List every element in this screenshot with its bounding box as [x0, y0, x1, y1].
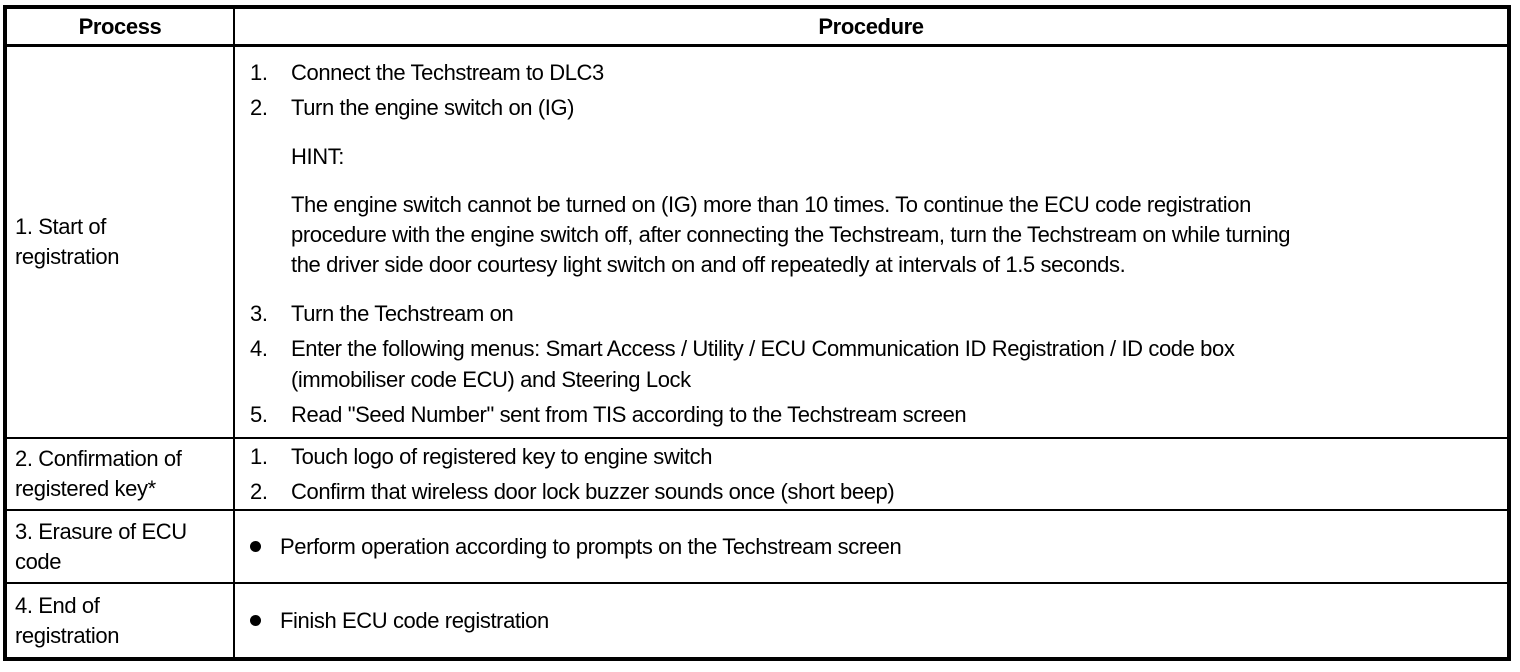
step-item: 5. Read "Seed Number" sent from TIS acco…: [250, 399, 1487, 430]
step-number: 2.: [250, 479, 268, 504]
procedure-header-label: Procedure: [818, 13, 924, 39]
step-text: Confirm that wireless door lock buzzer s…: [291, 479, 895, 504]
process-procedure-table: Process Procedure 1. Start of registrati…: [3, 5, 1511, 661]
bullet-text: Perform operation according to prompts o…: [280, 534, 902, 559]
numbered-step-list: 3. Turn the Techstream on 4. Enter the f…: [250, 298, 1487, 430]
bullet-item: Finish ECU code registration: [250, 605, 1487, 636]
process-label: 2. Confirmation of registered key*: [15, 446, 182, 501]
step-item: 4. Enter the following menus: Smart Acce…: [250, 333, 1487, 395]
process-header-cell: Process: [7, 9, 235, 44]
table-row-erasure-of-ecu-code: 3. Erasure of ECU code Perform operation…: [7, 511, 1507, 584]
bullet-icon: [250, 615, 280, 626]
step-number: 1.: [250, 60, 268, 85]
step-item: 2. Turn the engine switch on (IG): [250, 92, 1487, 123]
hint-line: the driver side door courtesy light swit…: [291, 252, 1126, 277]
step-item: 2. Confirm that wireless door lock buzze…: [250, 476, 1487, 507]
process-cell: 1. Start of registration: [7, 47, 235, 437]
procedure-cell: 1. Touch logo of registered key to engin…: [235, 439, 1507, 509]
step-number: 5.: [250, 402, 268, 427]
step-number: 2.: [250, 95, 268, 120]
step-text: Touch logo of registered key to engine s…: [291, 444, 713, 469]
hint-label: HINT:: [291, 144, 345, 169]
step-number: 1.: [250, 444, 268, 469]
step-text: Read "Seed Number" sent from TIS accordi…: [291, 402, 967, 427]
step-item: 3. Turn the Techstream on: [250, 298, 1487, 329]
bullet-item: Perform operation according to prompts o…: [250, 531, 1487, 562]
step-text: Connect the Techstream to DLC3: [291, 60, 604, 85]
step-text: Turn the engine switch on (IG): [291, 95, 575, 120]
table-row-end-of-registration: 4. End of registration Finish ECU code r…: [7, 584, 1507, 657]
hint-paragraph: The engine switch cannot be turned on (I…: [291, 190, 1487, 280]
header-row: Process Procedure: [7, 9, 1507, 47]
bullet-text: Finish ECU code registration: [280, 608, 549, 633]
step-text: Turn the Techstream on: [291, 301, 514, 326]
procedure-cell: Perform operation according to prompts o…: [235, 511, 1507, 582]
step-text-line: (immobiliser code ECU) and Steering Lock: [291, 367, 691, 392]
step-item: 1. Touch logo of registered key to engin…: [250, 441, 1487, 472]
process-cell: 3. Erasure of ECU code: [7, 511, 235, 582]
numbered-step-list: 1. Connect the Techstream to DLC3 2. Tur…: [250, 57, 1487, 123]
hint-line: The engine switch cannot be turned on (I…: [291, 192, 1251, 217]
process-label: 1. Start of registration: [15, 214, 120, 269]
step-number: 3.: [250, 301, 268, 326]
hint-line: procedure with the engine switch off, af…: [291, 222, 1291, 247]
bullet-icon: [250, 541, 280, 552]
step-number: 4.: [250, 336, 268, 361]
table-row-confirmation-of-registered-key: 2. Confirmation of registered key* 1. To…: [7, 439, 1507, 511]
table-row-start-of-registration: 1. Start of registration 1. Connect the …: [7, 47, 1507, 439]
process-cell: 4. End of registration: [7, 584, 235, 657]
procedure-cell: 1. Connect the Techstream to DLC3 2. Tur…: [235, 47, 1507, 437]
procedure-cell: Finish ECU code registration: [235, 584, 1507, 657]
step-item: 1. Connect the Techstream to DLC3: [250, 57, 1487, 88]
process-cell: 2. Confirmation of registered key*: [7, 439, 235, 509]
process-header-label: Process: [78, 13, 162, 39]
step-text-line: Enter the following menus: Smart Access …: [291, 336, 1235, 361]
process-label: 3. Erasure of ECU code: [15, 518, 187, 574]
step-text: Enter the following menus: Smart Access …: [291, 333, 1487, 395]
process-label: 4. End of registration: [15, 592, 120, 648]
procedure-header-cell: Procedure: [235, 9, 1507, 44]
